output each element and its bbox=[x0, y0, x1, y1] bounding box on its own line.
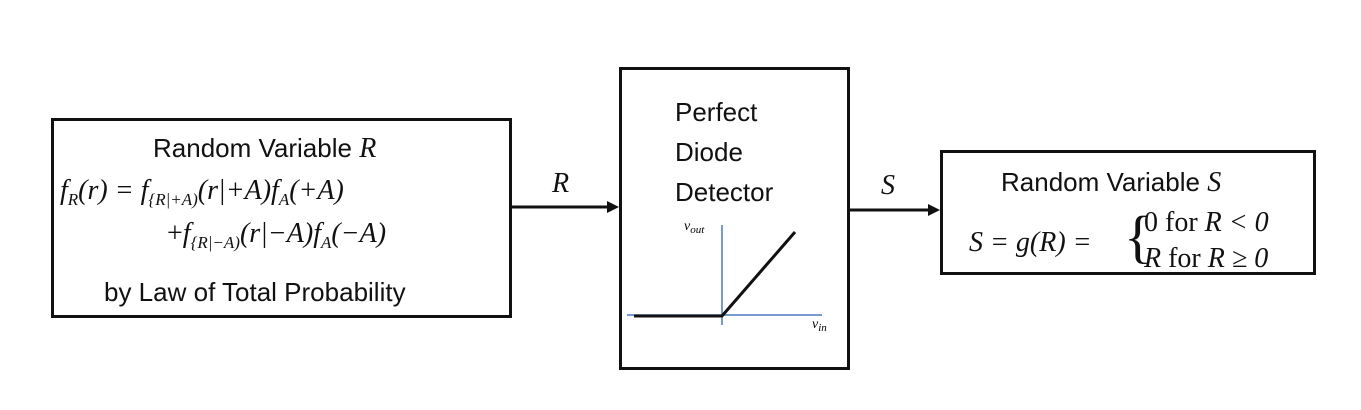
pdf-equation-line1: fR(r) = f{R|+A)(r|+A)fA(+A) bbox=[60, 175, 344, 210]
detector-title-line3: Detector bbox=[675, 177, 774, 207]
eq2-rest: (r|−A) bbox=[239, 218, 314, 249]
right-box-title: Random Variable S bbox=[1001, 167, 1221, 199]
eq2-sub2: A bbox=[320, 233, 332, 252]
eq1-arg: (r) = bbox=[78, 175, 141, 206]
left-box-footer: by Law of Total Probability bbox=[104, 277, 406, 307]
arrow-r-head bbox=[607, 201, 619, 213]
arrow-s-label: S bbox=[881, 170, 895, 201]
case1-for: for bbox=[1158, 207, 1205, 238]
eq2-sub: {R|−A) bbox=[190, 233, 240, 252]
diode-transfer-plot: vout vin bbox=[627, 220, 827, 334]
right-title-text: Random Variable bbox=[1001, 167, 1200, 197]
left-title-text: Random Variable bbox=[153, 133, 352, 163]
eq1-rhs-rest: (r|+A) bbox=[197, 175, 272, 206]
left-title-var: R bbox=[359, 133, 377, 164]
case1-value: 0 bbox=[1144, 207, 1158, 238]
y-axis-label-v: v bbox=[684, 220, 691, 234]
case-line-1: 0 for R < 0 bbox=[1144, 207, 1269, 239]
detector-title-line1: Perfect bbox=[675, 97, 758, 127]
x-axis-label: vin bbox=[812, 317, 827, 334]
case2-for: for bbox=[1161, 243, 1208, 274]
y-axis-label-sub: out bbox=[690, 224, 705, 236]
y-axis-label: vout bbox=[684, 220, 705, 236]
arrow-s-head bbox=[928, 204, 940, 216]
perfect-diode-detector-box: Perfect Diode Detector vout vin bbox=[619, 67, 850, 370]
eq2-f: f bbox=[182, 218, 191, 249]
cases-brace: { bbox=[1124, 204, 1152, 269]
s-equation-lhs: S = g(R) = bbox=[969, 227, 1092, 258]
detector-title-line2: Diode bbox=[675, 137, 743, 167]
arrow-r-label: R bbox=[552, 168, 570, 199]
eq1-rhs-f: f bbox=[140, 175, 149, 206]
detector-title: Perfect Diode Detector bbox=[675, 92, 773, 212]
case2-value: R bbox=[1144, 243, 1162, 274]
right-title-var: S bbox=[1207, 167, 1222, 198]
case2-condition: R ≥ 0 bbox=[1207, 243, 1269, 274]
transfer-curve bbox=[634, 231, 797, 318]
eq1-rhs-sub2: A bbox=[278, 190, 290, 209]
x-axis-label-sub: in bbox=[818, 322, 827, 334]
eq1-sub: R bbox=[67, 190, 79, 209]
left-box-title: Random Variable R bbox=[153, 133, 376, 165]
eq1-rhs-sub: {R|+A) bbox=[148, 190, 198, 209]
pdf-equation-line2: +f{R|−A)(r|−A)fA(−A) bbox=[167, 218, 386, 253]
random-variable-s-box: Random Variable S S = g(R) = { 0 for R <… bbox=[940, 150, 1316, 275]
eq1-rhs-f2: f bbox=[271, 175, 279, 206]
eq1-rhs-arg2: (+A) bbox=[289, 175, 344, 206]
eq2-arg2: (−A) bbox=[331, 218, 387, 249]
eq1-f: f bbox=[60, 175, 68, 206]
case-line-2: R for R ≥ 0 bbox=[1144, 243, 1268, 275]
eq2-plus: + bbox=[167, 218, 183, 249]
random-variable-r-box: Random Variable R fR(r) = f{R|+A)(r|+A)f… bbox=[51, 118, 512, 318]
x-axis-label-v: v bbox=[812, 317, 819, 332]
eq2-f2: f bbox=[313, 218, 321, 249]
case1-condition: R < 0 bbox=[1204, 207, 1269, 238]
